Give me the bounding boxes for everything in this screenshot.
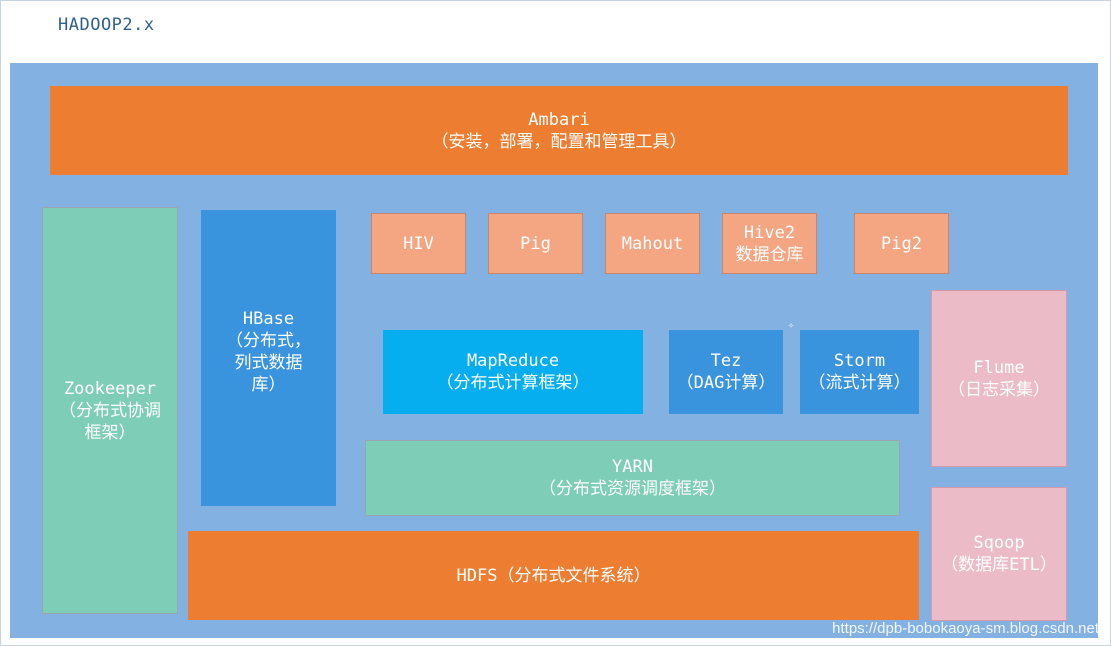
yarn-block: YARN （分布式资源调度框架） [365, 440, 900, 516]
tez-name: Tez [710, 351, 742, 371]
sqoop-block: Sqoop （数据库ETL） [931, 487, 1067, 621]
ambari-desc: （安装，部署，配置和管理工具） [431, 131, 687, 152]
mapreduce-block: MapReduce （分布式计算框架） [383, 330, 643, 414]
ambari-name: Ambari [528, 109, 590, 130]
sqoop-name: Sqoop [973, 533, 1025, 553]
yarn-name: YARN [612, 457, 653, 477]
pig-block: Pig [488, 213, 583, 274]
mapreduce-name: MapReduce [466, 351, 560, 371]
sqoop-desc: （数据库ETL） [941, 555, 1057, 575]
tez-block: Tez （DAG计算） [669, 330, 783, 414]
hiv-block: HIV [371, 213, 466, 274]
hive2-name: Hive2 [743, 222, 796, 243]
mahout-name: Mahout [621, 233, 684, 254]
ambari-block: Ambari （安装，部署，配置和管理工具） [50, 86, 1068, 175]
flume-name: Flume [973, 357, 1025, 378]
hbase-desc-line2: 列式数据 [234, 353, 303, 373]
mahout-block: Mahout [605, 213, 700, 274]
hbase-desc-line3: 库） [251, 375, 286, 395]
pig-name: Pig [520, 233, 551, 254]
tez-desc: （DAG计算） [676, 373, 776, 393]
flume-desc: （日志采集） [948, 379, 1050, 400]
hiv-name: HIV [403, 233, 434, 254]
hdfs-name: HDFS（分布式文件系统） [456, 565, 651, 586]
zookeeper-desc-line2: 框架） [84, 422, 136, 443]
zookeeper-desc-line1: （分布式协调 [59, 400, 161, 421]
cursor-icon: ✧ [788, 320, 795, 331]
diagram-title: HADOOP2.x [58, 15, 155, 35]
storm-block: Storm （流式计算） [800, 330, 919, 414]
zookeeper-name: Zookeeper [63, 378, 157, 399]
hbase-block: HBase （分布式， 列式数据 库） [201, 210, 336, 506]
pig2-name: Pig2 [881, 233, 922, 254]
hbase-name: HBase [242, 309, 295, 329]
hdfs-block: HDFS（分布式文件系统） [188, 531, 919, 620]
hbase-desc-line1: （分布式， [226, 331, 311, 351]
watermark: https://dpb-bobokaoya-sm.blog.csdn.net [832, 620, 1099, 637]
zookeeper-block: Zookeeper （分布式协调 框架） [42, 207, 178, 614]
hive2-desc: 数据仓库 [735, 244, 804, 265]
flume-block: Flume （日志采集） [931, 290, 1067, 467]
storm-desc: （流式计算） [808, 373, 911, 393]
storm-name: Storm [833, 351, 886, 371]
yarn-desc: （分布式资源调度框架） [539, 479, 726, 499]
hive2-block: Hive2 数据仓库 [722, 213, 817, 274]
mapreduce-desc: （分布式计算框架） [436, 373, 590, 393]
pig2-block: Pig2 [854, 213, 949, 274]
